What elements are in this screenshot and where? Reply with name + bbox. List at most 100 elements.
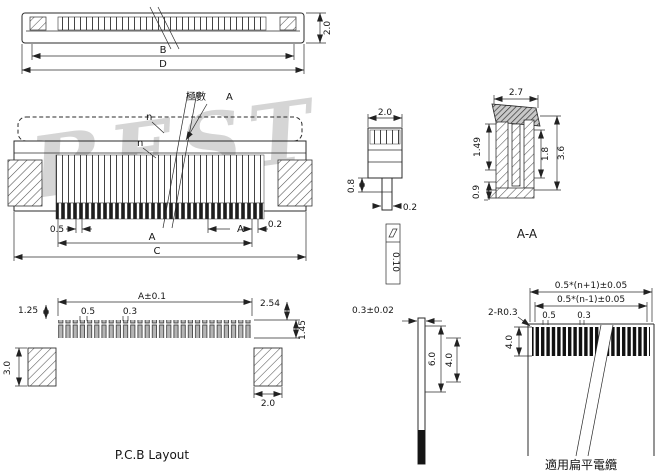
dim-145 — [254, 319, 300, 339]
dim-18-label: 1.8 — [541, 147, 551, 162]
section-aa-caption: A-A — [517, 227, 538, 241]
dim-149 — [485, 123, 496, 171]
cable-conductors — [532, 327, 650, 356]
dim-40-side — [446, 337, 461, 383]
dim-end-02 — [242, 219, 268, 233]
dim-n-minus-1-label: 0.5*(n-1)±0.05 — [557, 295, 625, 305]
dim-30-label: 3.0 — [3, 361, 13, 376]
flatness-frame — [385, 223, 401, 285]
dim-09 — [484, 181, 496, 201]
dim-149-label: 1.49 — [473, 137, 483, 157]
top-view-pin-strip — [57, 16, 267, 31]
dim-36-label: 3.6 — [557, 146, 567, 161]
section-right-wall — [523, 119, 535, 189]
top-view-right-key — [279, 16, 297, 31]
dim-n-plus-1-label: 0.5*(n+1)±0.05 — [555, 281, 627, 291]
flatness-callout: 0.10 — [385, 223, 401, 285]
front-view-actuator — [17, 116, 303, 142]
dim-top-height-label: 2.0 — [323, 21, 333, 36]
front-view-left-latch — [7, 159, 43, 207]
dim-n-plus-1 — [529, 288, 653, 322]
dim-pcb-a — [57, 298, 253, 316]
section-contact — [511, 123, 521, 187]
top-view-left-key — [29, 16, 47, 31]
parallelism-icon — [388, 228, 398, 238]
front-view-pins — [55, 202, 265, 220]
dim-254-label: 2.54 — [260, 299, 280, 309]
pcb-pad-row — [58, 320, 253, 338]
pcb-pad-right — [253, 347, 283, 387]
dim-c-label: C — [154, 246, 161, 257]
flatness-value: 0.10 — [390, 252, 400, 272]
dim-end-label: 0.2 — [268, 220, 282, 230]
dim-side-20 — [367, 114, 403, 127]
dim-top-height — [306, 12, 326, 44]
cable-break-lines — [575, 324, 614, 457]
dim-c — [13, 212, 307, 261]
dim-60 — [425, 325, 446, 393]
side-view-tail — [381, 177, 393, 211]
dim-pitch-label: 0.5 — [50, 225, 64, 235]
dim-n-minus-1 — [534, 302, 648, 322]
dim-20 — [253, 387, 283, 398]
dim-125-label: 1.25 — [18, 306, 38, 316]
n-bottom-label: n — [137, 138, 143, 149]
dim-40-top-label: 4.0 — [505, 335, 515, 350]
front-view: 極數 A n n 0.5 A 0.2 A — [7, 90, 313, 261]
dim-08-label: 0.8 — [347, 179, 357, 194]
dim-08 — [358, 177, 382, 193]
dim-pad-pitch-label: 0.5 — [81, 307, 95, 317]
dim-pad-width-label: 0.3 — [123, 307, 137, 317]
dim-d-label: D — [159, 59, 167, 70]
dim-145-label: 1.45 — [298, 320, 308, 340]
front-view-break-lines — [162, 91, 198, 229]
dim-20-label: 2.0 — [261, 399, 276, 409]
pcb-layout-caption: P.C.B Layout — [115, 448, 190, 462]
dim-a-label: A — [149, 232, 156, 243]
poles-leader-arrow — [185, 103, 208, 141]
cable-top-view: 0.5*(n+1)±0.05 0.5*(n-1)±0.05 2-R0.3 0.5… — [488, 281, 655, 472]
dim-40-top — [514, 326, 532, 357]
dim-09-label: 0.9 — [472, 185, 482, 200]
poles-ref-label: A — [226, 92, 233, 103]
dim-pad-width-ticks — [122, 316, 129, 321]
dim-d — [21, 44, 305, 74]
poles-label: 極數 — [186, 90, 206, 103]
dim-a-ref — [207, 219, 230, 233]
dim-30 — [15, 347, 27, 387]
pcb-layout: A±0.1 1.25 0.5 0.3 2.54 1.45 3.0 — [3, 292, 308, 462]
dim-b-label: B — [160, 45, 167, 56]
dim-pitch-05 — [66, 219, 92, 233]
top-view-body — [21, 12, 305, 44]
front-view-right-latch — [277, 159, 313, 207]
dim-a-ref-label: A — [237, 224, 244, 235]
cable-top-outline — [527, 323, 655, 456]
dim-b — [31, 44, 295, 60]
dim-a — [57, 219, 253, 247]
dim-02-label: 0.2 — [403, 203, 417, 213]
dim-cable-thickness-label: 0.3±0.02 — [352, 306, 394, 316]
dim-27-label: 2.7 — [509, 88, 523, 98]
dim-pad-pitch-ticks — [79, 316, 88, 321]
section-base — [495, 187, 535, 199]
section-left-wall — [495, 121, 509, 197]
dim-radius-label: 2-R0.3 — [488, 308, 518, 318]
dim-27 — [493, 95, 539, 108]
dim-side-20-label: 2.0 — [378, 108, 393, 118]
front-view-contacts — [55, 154, 265, 204]
side-view: 2.0 0.8 0.2 0.10 — [347, 108, 417, 285]
dim-cond-width-label: 0.3 — [577, 311, 591, 321]
section-aa: 2.7 1.49 0.9 1.8 3.6 — [472, 88, 567, 241]
cable-side-stiffener — [418, 430, 425, 464]
dim-18 — [534, 129, 545, 179]
top-view-break-lines — [149, 6, 180, 50]
cable-side-view: 0.3±0.02 6.0 4.0 — [352, 306, 461, 465]
cable-break-mask — [576, 325, 613, 456]
cable-top-caption: 適用扁平電纜 — [545, 457, 617, 472]
dim-60-label: 6.0 — [428, 352, 438, 367]
top-view: 2.0 B D — [21, 6, 333, 74]
dim-cond-pitch-label: 0.5 — [542, 311, 556, 321]
dim-40-side-label: 4.0 — [445, 353, 455, 368]
